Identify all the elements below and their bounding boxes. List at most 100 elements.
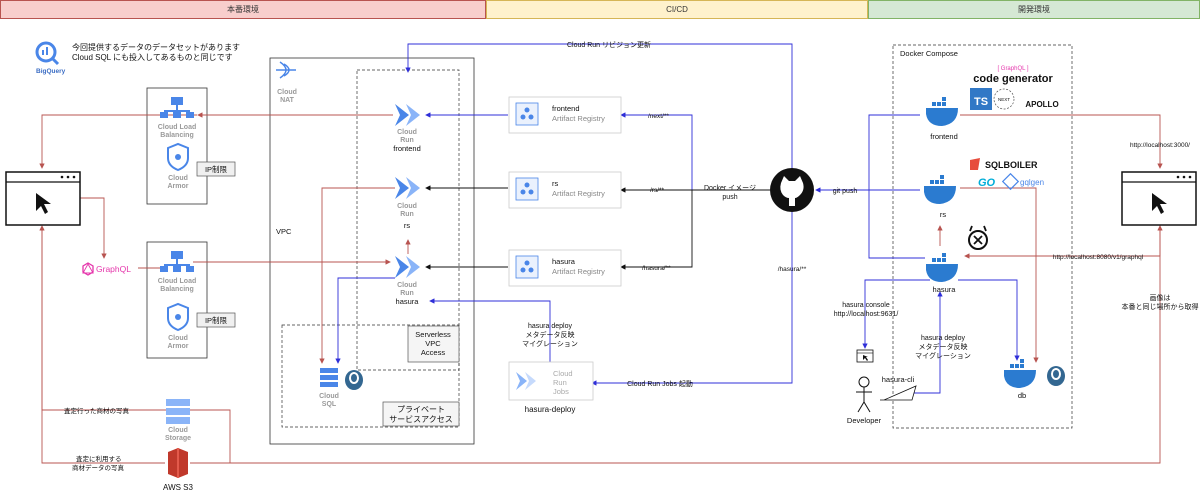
edge-dev-frontend-line: [868, 114, 925, 259]
load-balancing-icon-bottom: [160, 251, 194, 272]
private-access-label-box: [382, 401, 460, 427]
cloud-nat-icon: [276, 61, 296, 79]
registry-hasura-sub: Artifact Registry: [552, 267, 605, 276]
docker-icon-rs: [924, 175, 956, 204]
dev-hasura-label: hasura: [933, 285, 957, 294]
apollo-label: APOLLO: [1025, 100, 1058, 109]
console-label-1: hasura console: [842, 302, 890, 309]
registry-rs: [508, 171, 622, 209]
armor-bottom-label-1: Cloud: [168, 335, 188, 342]
aws-s3-icon: [168, 448, 188, 478]
cloud-armor-icon-top: [167, 142, 189, 172]
git-push-label: git push: [833, 188, 858, 195]
load-balancing-icon-top: [160, 97, 194, 118]
developer-label: Developer: [847, 416, 882, 425]
serverless-vpc-label-box: [407, 325, 460, 363]
typescript-icon: [970, 88, 992, 110]
sqlboiler-label: SQLBOILER: [985, 160, 1038, 170]
console-label-2: http://localhost:9631/: [834, 311, 899, 318]
private-service-box: [281, 324, 460, 428]
gqlgen-icon: [1001, 172, 1020, 191]
cicd-deploy-3: マイグレーション: [522, 339, 578, 348]
cloud-run-icon-frontend: [395, 104, 420, 126]
cicd-deploy-1: hasura deploy: [528, 323, 572, 330]
console-browser-icon: [856, 349, 874, 363]
hasura-path-label: /hasura/**: [778, 266, 807, 273]
dev-db-label: db: [1018, 391, 1026, 400]
run-rs-name: rs: [404, 221, 410, 230]
s3-edge-label-1: 査定に利用する: [76, 454, 122, 463]
registry-frontend-sub: Artifact Registry: [552, 114, 605, 123]
ts-label: TS: [974, 96, 988, 108]
edge-github-to-reg-frontend: [620, 112, 770, 191]
go-label: GO: [978, 177, 996, 189]
dev-rs-label: rs: [940, 210, 946, 219]
docker-icon-hasura: [926, 253, 958, 282]
band-cicd: CI/CD: [486, 0, 868, 19]
revision-update-label: Cloud Run リビジョン更新: [567, 40, 651, 49]
edge-dev-client-to-hasura: [964, 222, 1161, 259]
ip-limit-label-top: IP制限: [205, 164, 228, 174]
docker-icon-frontend: [926, 97, 958, 126]
gcs-edge-label: 査定行った商材の写真: [64, 406, 130, 415]
artifact-registry-icon: [515, 102, 539, 126]
band-prod: 本番環境: [0, 0, 486, 19]
next-label: NEXT: [998, 97, 1010, 102]
graphql-icon: [82, 262, 94, 276]
edge-rs-to-sql: [319, 187, 395, 364]
postgresql-icon-dev: [1047, 366, 1065, 386]
gqlgen-label: gqlgen: [1020, 178, 1044, 187]
lb-top-label-1: Cloud Load: [158, 124, 197, 131]
cicd-deploy-2: メタデータ反映: [526, 330, 575, 339]
vpc-label: VPC: [276, 227, 292, 236]
serverless-label-2: VPC: [425, 339, 441, 348]
edge-s3-to-client: [41, 226, 165, 464]
cloud-storage-icon: [166, 399, 190, 424]
dev-deploy-1: hasura deploy: [921, 335, 965, 342]
run-hasura-l1: Cloud: [397, 282, 417, 289]
edge-s3-to-dev-client: [190, 225, 1163, 464]
hasura-logo-icon: [968, 225, 988, 250]
run-rs-l2: Run: [400, 211, 414, 218]
docker-push-label-2: push: [722, 194, 737, 201]
developer-icon: [856, 376, 872, 413]
lb-bottom-label-1: Cloud Load: [158, 278, 197, 285]
jobs-l2: Run: [553, 378, 567, 387]
graphql-label: GraphQL: [96, 264, 131, 274]
serverless-label-1: Serverless: [415, 330, 451, 339]
armor-bottom-label-2: Armor: [167, 343, 188, 350]
serverless-label-3: Access: [421, 348, 445, 357]
next-icon: [993, 88, 1015, 110]
artifact-registry-icon: [515, 177, 539, 201]
client-left: [5, 171, 81, 226]
registry-rs-sub: Artifact Registry: [552, 189, 605, 198]
localhost-8080-label: http://localhost:8080/v1/graphql: [1053, 254, 1144, 261]
cloud-sql-label-1: Cloud: [319, 393, 339, 400]
registry-hasura: [508, 249, 622, 287]
localhost-3000-label: http://localhost:3000/: [1130, 142, 1190, 149]
s3-label: AWS S3: [163, 483, 193, 492]
run-hasura-l2: Run: [400, 290, 414, 297]
run-frontend-l1: Cloud: [397, 129, 417, 136]
cloud-run-icon-hasura: [395, 256, 420, 278]
bigquery-note-line2: Cloud SQL にも投入してあるものと同じです: [72, 52, 233, 62]
edge-dev-hasura-to-console: [862, 279, 930, 349]
jobs-l1: Cloud: [553, 369, 573, 378]
band-dev-label: 開発環境: [1018, 5, 1050, 14]
armor-top-label-1: Cloud: [168, 175, 188, 182]
edge-jobs-to-hasura: [429, 298, 551, 362]
docker-icon-db: [1004, 359, 1036, 388]
cloud-nat-label-2: NAT: [280, 97, 295, 104]
cloud-run-icon-rs: [395, 177, 420, 199]
docker-compose-box: [892, 44, 1073, 429]
ip-limit-label-bottom: IP制限: [205, 315, 228, 325]
dev-frontend-label: frontend: [930, 132, 958, 141]
artifact-registry-icon: [515, 255, 539, 279]
vpc-box: [269, 57, 475, 445]
jobs-name: hasura-deploy: [525, 405, 576, 414]
image-note-2: 本番と同じ場所から取得: [1122, 302, 1199, 311]
private-label-1: プライベート: [397, 405, 445, 414]
gcs-label-1: Cloud: [168, 427, 188, 434]
lb-bottom-label-2: Balancing: [160, 286, 193, 293]
